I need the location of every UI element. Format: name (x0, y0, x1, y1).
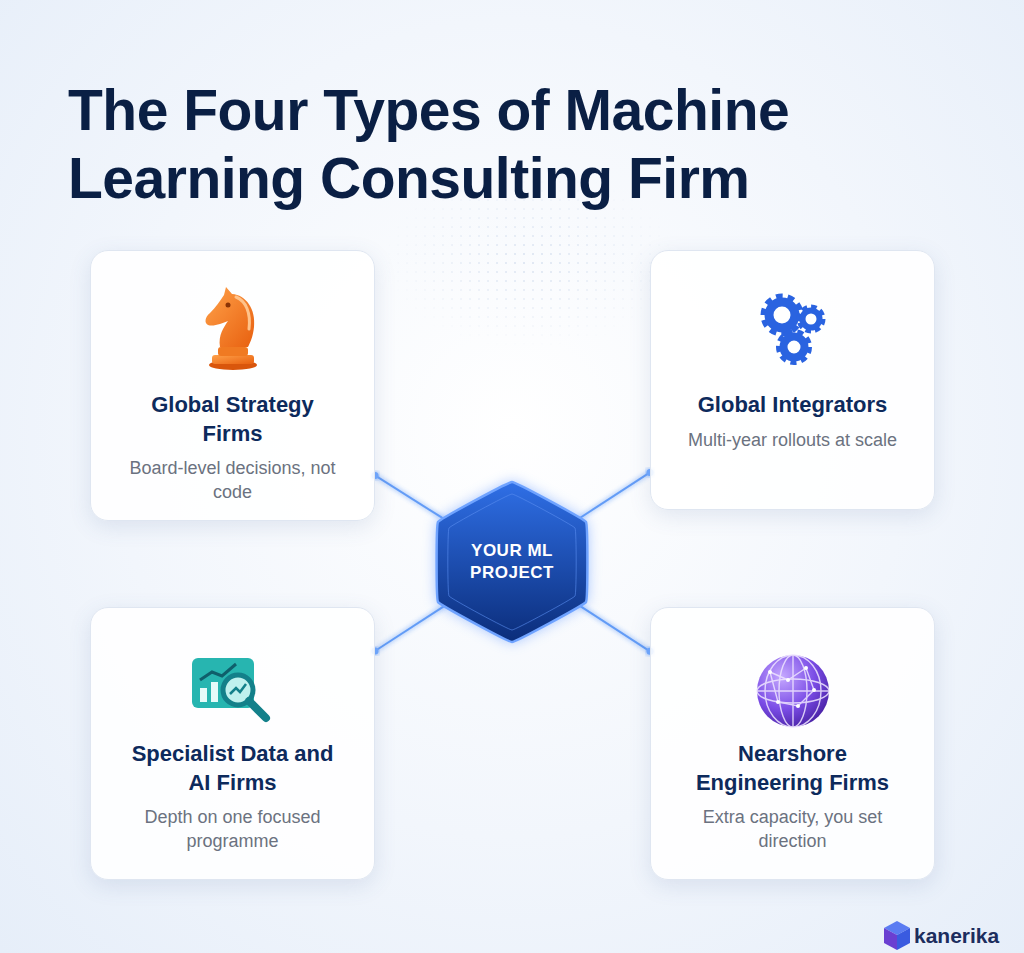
logo-mark (884, 921, 910, 950)
node-heading: Specialist Data and AI Firms (125, 740, 340, 797)
analytics-icon (188, 646, 278, 736)
firm-card: Specialist Data and AI FirmsDepth on one… (90, 607, 375, 880)
gears-icon (748, 283, 838, 373)
globe-icon (748, 646, 838, 736)
node-description: Board-level decisions, not code (125, 456, 340, 505)
node-description: Extra capacity, you set direction (685, 805, 900, 854)
brand-logo: kanerika (914, 924, 999, 948)
title: The Four Types of Machine Learning Consu… (68, 76, 968, 213)
node-heading: Global Integrators (698, 391, 887, 420)
firm-card: Nearshore Engineering FirmsExtra capacit… (650, 607, 935, 880)
connector-line (372, 472, 449, 522)
project-hexagon: YOUR ML PROJECT (430, 478, 594, 646)
connector-line (372, 603, 449, 654)
node-heading: YOUR ML PROJECT (457, 540, 567, 584)
firm-card: Global Strategy FirmsBoard-level decisio… (90, 250, 375, 521)
hexagon-shape (430, 478, 594, 646)
node-heading: Global Strategy Firms (125, 391, 340, 448)
firm-card: Global IntegratorsMulti-year rollouts at… (650, 250, 935, 510)
node-heading: Nearshore Engineering Firms (685, 740, 900, 797)
node-description: Depth on one focused programme (125, 805, 340, 854)
connector-line (575, 469, 653, 521)
knight-icon (188, 283, 278, 373)
connector-line (575, 603, 653, 655)
node-description: Multi-year rollouts at scale (688, 428, 897, 452)
